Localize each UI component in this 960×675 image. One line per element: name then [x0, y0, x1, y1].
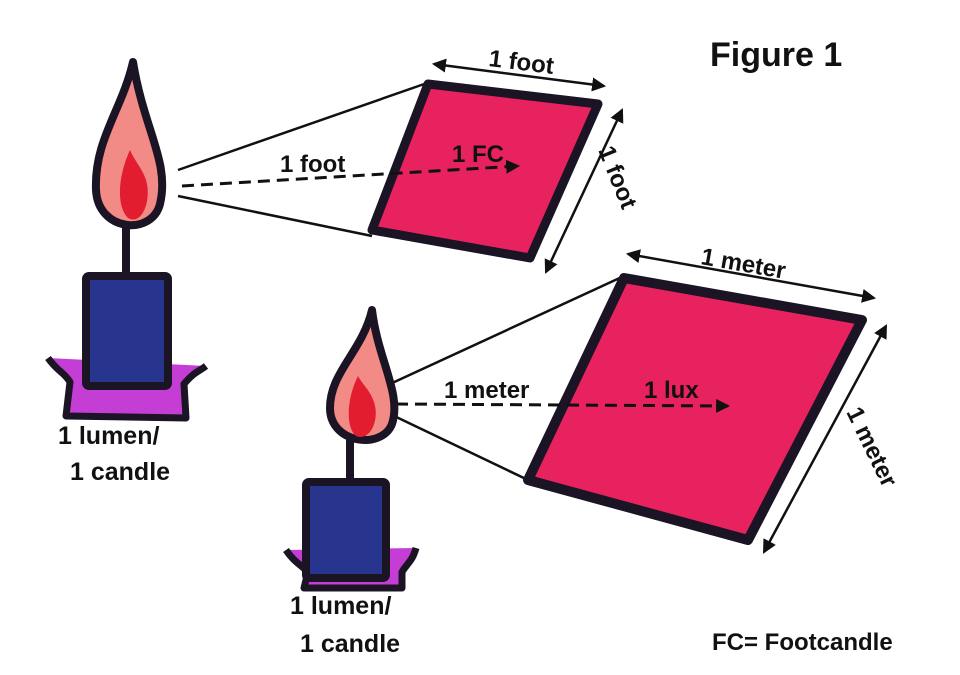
bottom-surface-square: [523, 273, 867, 545]
bottom-cone-upper-line: [389, 274, 625, 386]
bottom-candle-caption-line1: 1 lumen/: [290, 592, 391, 620]
top-candle-caption-line1: 1 lumen/: [58, 422, 159, 450]
top-height-arrow: [544, 108, 624, 274]
bottom-height-arrow: [762, 324, 888, 554]
bottom-illuminance-label: 1 lux: [644, 377, 699, 404]
top-surface-square: [367, 79, 603, 263]
bottom-cone-lower-line: [389, 412, 529, 482]
candle-icon: [82, 272, 172, 390]
top-candle-caption-line2: 1 candle: [70, 458, 170, 486]
bottom-distance-arrow: [395, 398, 731, 413]
footnote: FC= Footcandle: [712, 629, 893, 656]
top-candle: 1 lumen/ 1 candle: [45, 58, 209, 486]
bottom-candle: 1 lumen/ 1 candle: [283, 306, 420, 658]
top-height-label: 1 foot: [592, 142, 642, 213]
bottom-height-label: 1 meter: [841, 403, 903, 492]
bottom-distance-label: 1 meter: [444, 377, 529, 404]
top-distance-label: 1 foot: [280, 151, 345, 178]
top-width-label: 1 foot: [487, 45, 555, 80]
candle-icon: [302, 478, 390, 582]
bottom-candle-caption-line2: 1 candle: [300, 630, 400, 658]
flame-core: [348, 376, 376, 438]
bottom-width-label: 1 meter: [699, 243, 788, 284]
bottom-scene: 1 meter 1 meter 1 lux 1 meter 1 lumen/ 1…: [283, 243, 903, 658]
bottom-width-arrow: [625, 249, 877, 303]
top-width-arrow: [431, 58, 607, 92]
flame-icon: [326, 306, 399, 444]
top-illuminance-label: 1 FC: [452, 141, 504, 168]
flame-core: [119, 150, 148, 220]
top-scene: 1 foot 1 foot 1 FC 1 foot 1 lumen/ 1 can…: [45, 45, 642, 486]
top-cone-upper-line: [177, 80, 431, 172]
figure-title: Figure 1: [710, 36, 842, 74]
top-cone-lower-line: [177, 194, 373, 238]
